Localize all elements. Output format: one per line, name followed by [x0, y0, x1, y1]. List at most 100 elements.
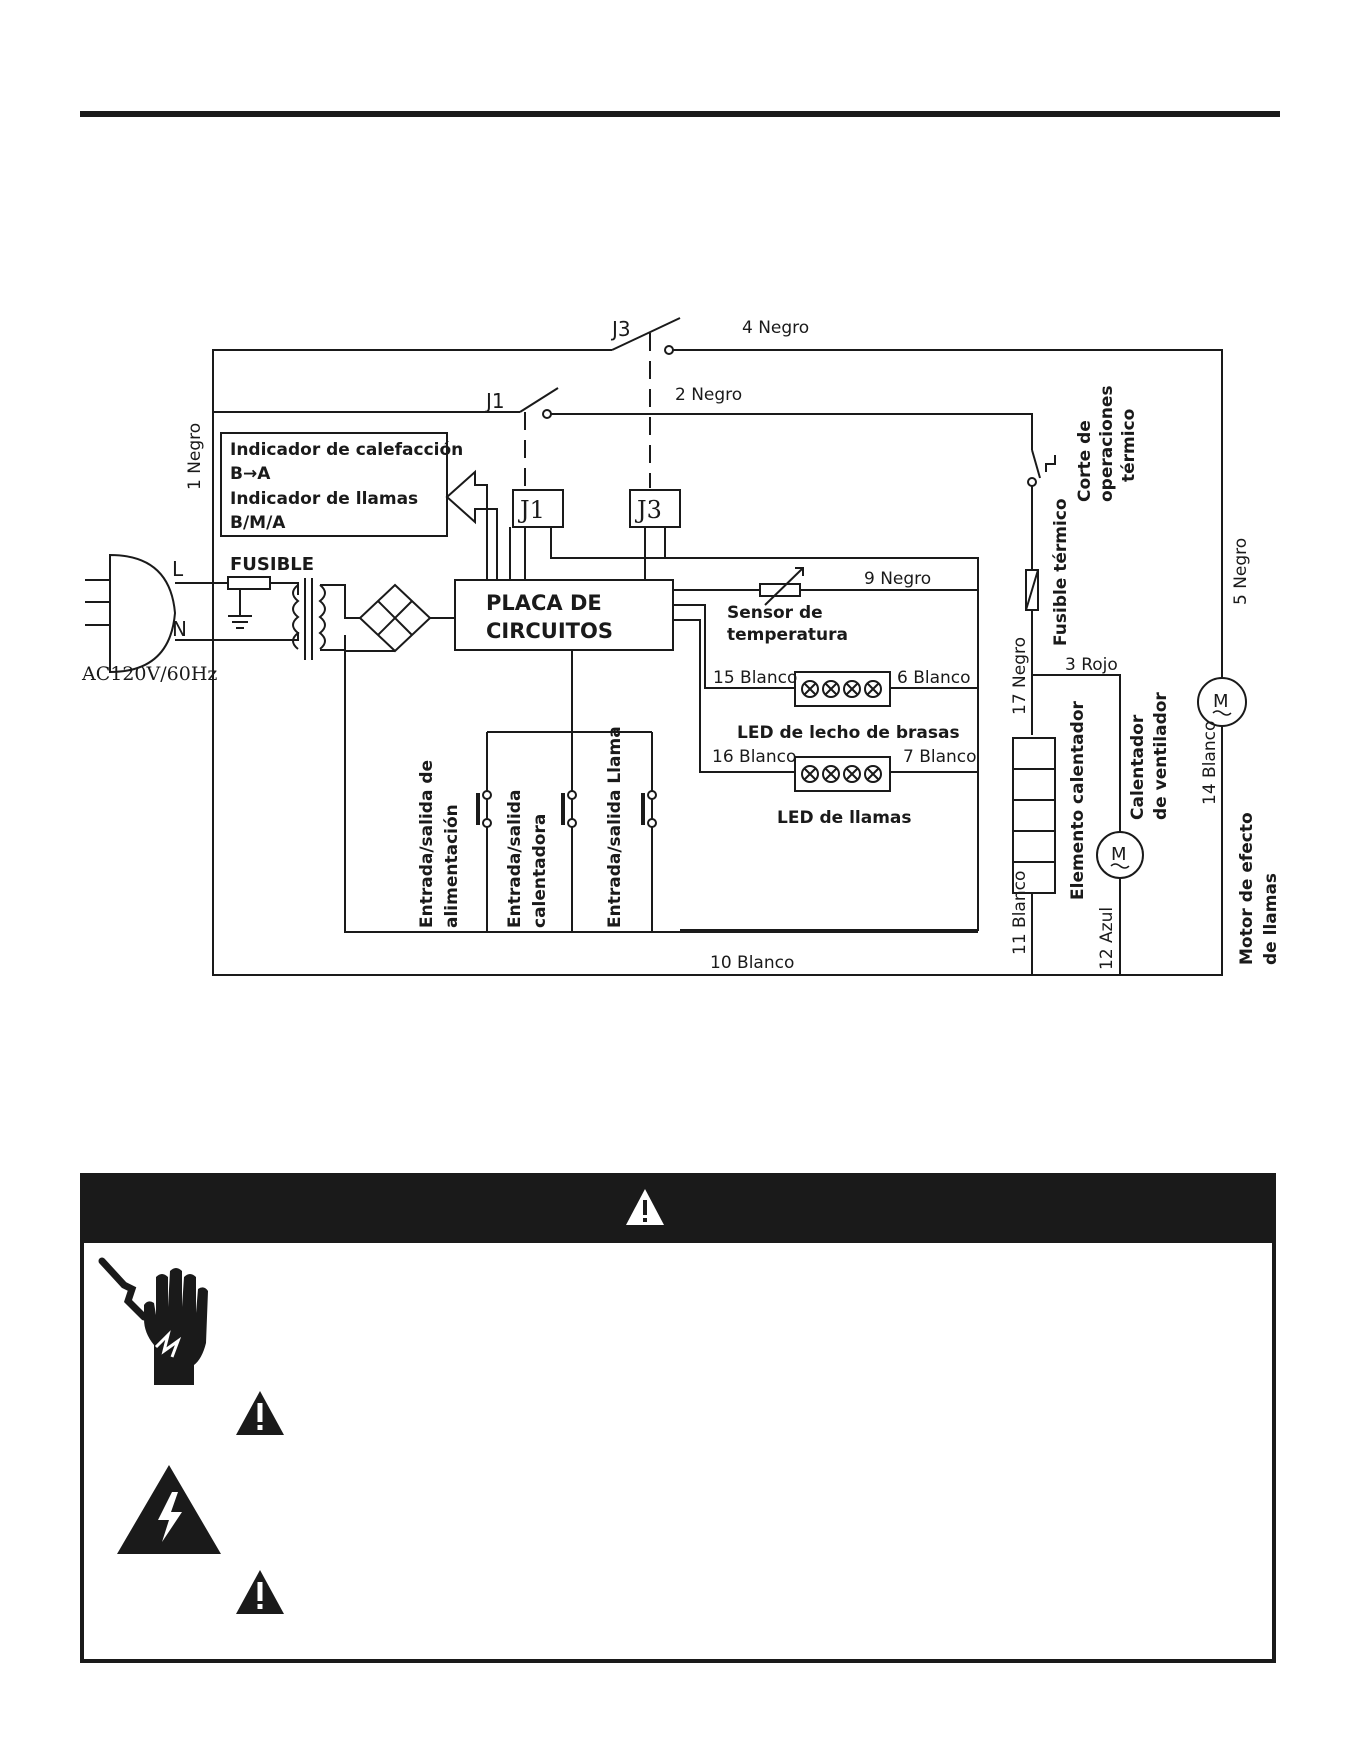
heating-element	[1012, 737, 1056, 894]
flame-switch-bottom	[647, 818, 657, 828]
relay-j3-coil	[629, 489, 681, 528]
fan-heater-label-1: Calentador	[1128, 714, 1148, 820]
top-rule	[80, 111, 1280, 117]
indicator-heat-label: Indicador de calefacción	[230, 440, 463, 460]
sensor-arrow-head	[795, 567, 804, 576]
wire-label-15: 15 Blanco	[713, 668, 797, 688]
fuse-symbol	[227, 576, 271, 590]
circuit-board	[454, 579, 674, 651]
relay-j3-switch-label: J3	[610, 317, 631, 341]
power-switch-top	[482, 790, 492, 800]
wire-label-16: 16 Blanco	[712, 747, 796, 767]
supply-label: AC120V/60Hz	[81, 663, 217, 685]
cutoff-label-3: térmico	[1119, 409, 1139, 482]
wire-label-17: 17 Negro	[1010, 637, 1030, 715]
outer-wire-loop	[212, 349, 1223, 976]
warning-panel	[80, 1173, 1276, 1663]
flame-motor	[1197, 677, 1247, 727]
flame-motor-label-1: Motor de efecto	[1237, 812, 1257, 965]
fuse-label: FUSIBLE	[230, 554, 314, 575]
heater-switch-top	[567, 790, 577, 800]
heating-element-label: Elemento calentador	[1068, 701, 1088, 900]
fan-heater-label-2: de ventilador	[1151, 692, 1171, 820]
transformer-primary	[292, 584, 300, 650]
wire-label-12: 12 Azul	[1097, 907, 1117, 970]
j1-switch-contact	[519, 387, 559, 413]
flame-led-label: LED de llamas	[777, 808, 912, 828]
relay-j1-coil-label: J1	[517, 496, 545, 524]
board-label-1: PLACA DE	[486, 591, 602, 615]
electric-shock-hand-icon	[98, 1257, 208, 1385]
wire-label-5: 5 Negro	[1231, 538, 1251, 605]
indicator-heat-sequence: B→A	[230, 464, 271, 484]
wire-3-rojo	[1032, 674, 1121, 832]
relay-j3-coil-label: J3	[634, 496, 662, 524]
high-voltage-icon	[117, 1465, 221, 1554]
ember-led-label: LED de lecho de brasas	[737, 723, 960, 743]
wire-label-6: 6 Blanco	[897, 668, 971, 688]
wire-label-11: 11 Blanco	[1010, 871, 1030, 955]
transformer-to-bridge-top	[320, 584, 360, 619]
thermal-cutoff-symbol	[1045, 455, 1056, 472]
line-n-label: N	[172, 617, 187, 641]
sensor-arrow	[764, 567, 804, 606]
wire-label-9: 9 Negro	[864, 569, 931, 589]
warning-triangle-icon	[236, 1391, 284, 1435]
line-n-wire	[175, 632, 299, 641]
j3-switch-terminal	[664, 345, 674, 355]
line-l-label: L	[172, 557, 184, 581]
bridge-inner-2	[377, 600, 413, 636]
flame-motor-symbol: M	[1213, 691, 1229, 712]
sensor-label-1: Sensor de	[727, 603, 823, 623]
indicator-flame-label: Indicador de llamas	[230, 489, 418, 509]
power-switch-label-2: alimentación	[442, 804, 462, 928]
thermal-cutoff-terminal	[1027, 477, 1037, 487]
wire-label-10: 10 Blanco	[710, 953, 794, 973]
wire-label-14: 14 Blanco	[1200, 721, 1220, 805]
relay-j1-coil	[512, 489, 564, 528]
heater-switch-label-1: Entrada/salida	[505, 790, 525, 928]
indicator-box	[220, 432, 448, 537]
fuse-to-transformer	[270, 582, 299, 595]
wire-label-4: 4 Negro	[742, 318, 809, 338]
thermal-fuse-label: Fusible térmico	[1051, 498, 1071, 646]
fan-motor-symbol: M	[1111, 844, 1127, 865]
fan-motor-tilde	[1110, 863, 1130, 869]
power-switch-bottom	[482, 818, 492, 828]
wire-16-blanco	[673, 619, 795, 773]
sensor-label-2: temperatura	[727, 625, 848, 645]
relay-j1-switch-label: J1	[484, 389, 505, 413]
bridge-return	[344, 650, 978, 933]
power-plug	[109, 553, 177, 674]
j1-switch-terminal	[542, 409, 552, 419]
heater-switch-bottom	[567, 818, 577, 828]
wire-label-3: 3 Rojo	[1065, 655, 1118, 675]
heater-switch-label-2: calentadora	[530, 814, 550, 928]
power-switch-label-1: Entrada/salida de	[417, 760, 437, 928]
warning-header	[84, 1177, 1272, 1243]
wire-label-1: 1 Negro	[185, 423, 205, 490]
thermal-cutoff-contact	[1031, 449, 1041, 479]
flame-switch-label: Entrada/salida Llama	[605, 726, 625, 928]
transformer-secondary	[318, 584, 326, 650]
flame-motor-tilde	[1212, 710, 1232, 716]
j3-switch-contact	[611, 317, 681, 351]
flame-led-bulbs	[801, 765, 882, 783]
warning-triangle-icon	[626, 1189, 664, 1225]
board-label-2: CIRCUITOS	[486, 619, 613, 643]
cutoff-label-2: operaciones	[1097, 385, 1117, 502]
flame-switch-top	[647, 790, 657, 800]
indicator-arrow	[445, 469, 498, 580]
wire-label-7: 7 Blanco	[903, 747, 977, 767]
cutoff-label-1: Corte de	[1075, 420, 1095, 502]
wire-2-negro	[551, 413, 1033, 450]
warning-triangle-icon	[236, 1570, 284, 1614]
j1-coil-lead-right	[550, 527, 979, 931]
thermal-fuse-stroke	[1025, 569, 1039, 611]
flame-motor-label-2: de llamas	[1261, 873, 1281, 965]
wire-label-2: 2 Negro	[675, 385, 742, 405]
wire-15-blanco	[673, 604, 795, 689]
ember-led-bulbs	[801, 680, 882, 698]
indicator-flame-sequence: B/M/A	[230, 513, 286, 533]
